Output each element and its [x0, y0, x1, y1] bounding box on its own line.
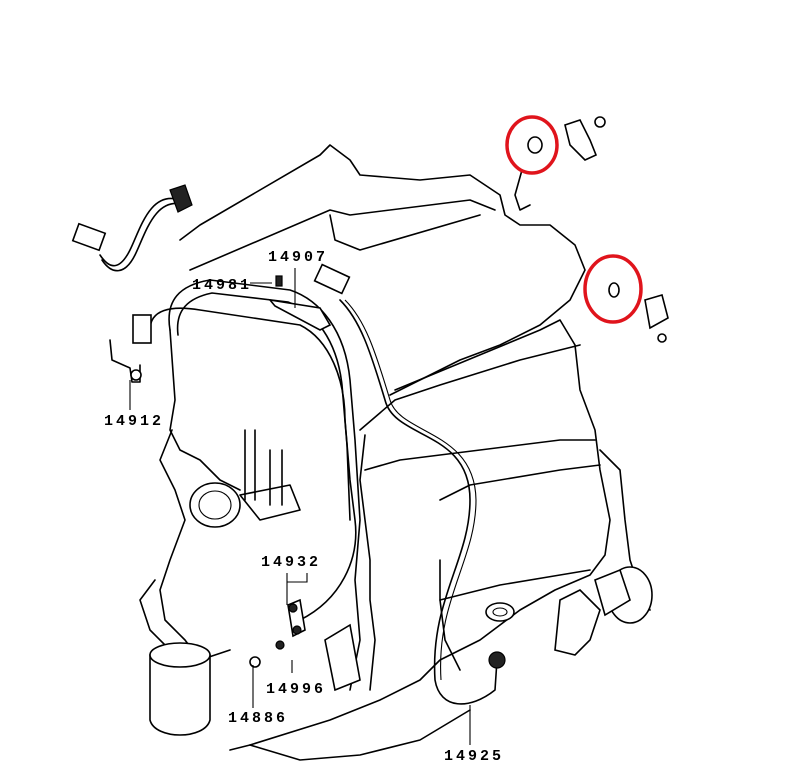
engine-block	[139, 144, 653, 761]
parts	[71, 116, 669, 669]
part-label-14886: 14886	[228, 710, 289, 727]
part-label-14907: 14907	[268, 249, 329, 266]
sensor-wiring	[99, 169, 531, 705]
leader-lines	[129, 268, 471, 745]
highlight-circle-lower	[583, 254, 643, 324]
part-label-14912: 14912	[104, 413, 165, 430]
part-label-14925: 14925	[444, 748, 505, 765]
part-label-14996: 14996	[266, 681, 327, 698]
highlight-circles	[505, 115, 643, 324]
part-label-14932: 14932	[261, 554, 322, 571]
connector-icon	[71, 222, 107, 252]
part-label-14981: 14981	[192, 277, 253, 294]
highlight-circle-upper	[505, 115, 559, 175]
